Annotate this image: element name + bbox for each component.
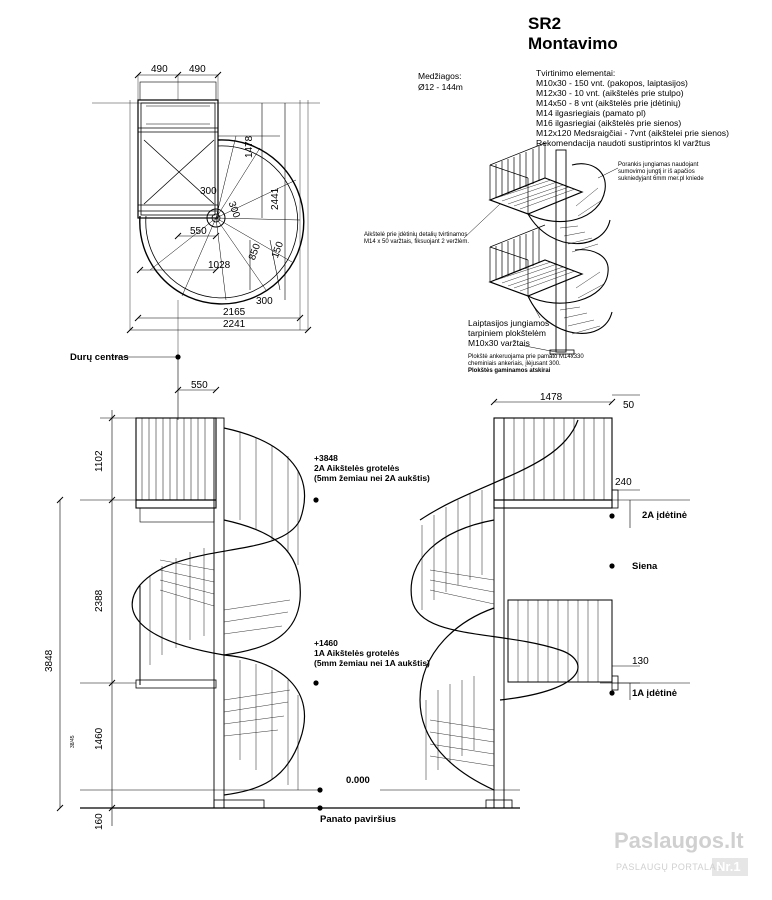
note-line: Porankis jungiamas naudojant bbox=[618, 162, 699, 168]
note-line: Laiptasijos jungiamos bbox=[468, 318, 550, 328]
note-line: cheminiais ankeriais, įlėjusant 300. bbox=[468, 361, 561, 367]
isometric-view bbox=[463, 142, 619, 355]
note-line: Plokštės gaminamos atskirai bbox=[468, 368, 551, 374]
dim-50: 50 bbox=[623, 400, 635, 411]
level-2a: +3848 2A Aikštelės grotelės (5mm žemiau … bbox=[314, 453, 430, 483]
fasteners-heading: Tvirtinimo elementai: bbox=[536, 68, 616, 78]
title-code: SR2 bbox=[528, 14, 562, 33]
dim-300-a: 300 bbox=[200, 186, 217, 197]
label-embed-2a: 2A įdėtinė bbox=[642, 510, 688, 521]
title-name: Montavimo bbox=[528, 34, 618, 53]
note-line: sukniedyjant 6mm mer.pl kniede bbox=[618, 176, 704, 182]
dim-130: 130 bbox=[632, 656, 649, 667]
dim-2165: 2165 bbox=[223, 307, 246, 318]
ground bbox=[80, 789, 520, 809]
level-line: (5mm žemiau nei 2A aukštis) bbox=[314, 473, 430, 483]
marker-dots bbox=[175, 354, 615, 811]
level-line: 1A Aikštelės grotelės bbox=[314, 648, 400, 658]
label-panel-surface: Panato paviršius bbox=[320, 814, 397, 825]
fastener-item: M14x50 - 8 vnt (aikštelės prie įdėtinių) bbox=[536, 98, 681, 108]
label-wall: Siena bbox=[632, 561, 658, 572]
level-line: 2A Aikštelės grotelės bbox=[314, 463, 400, 473]
fastener-item: M16 ilgasriegiai (aikštelės prie sienos) bbox=[536, 118, 682, 128]
watermark-brand: Paslaugos.lt bbox=[614, 828, 744, 853]
watermark-badge-text: Nr.1 bbox=[716, 859, 741, 874]
left-elevation bbox=[131, 417, 306, 809]
level-value: +1460 bbox=[314, 638, 338, 648]
dim-490-right: 490 bbox=[189, 64, 206, 75]
fastener-item: M14 ilgasriegiais (pamato pl) bbox=[536, 108, 646, 118]
materials-value: Ø12 - 144m bbox=[418, 82, 463, 92]
elev-ticks bbox=[56, 386, 616, 812]
note-line: tarpiniem plokštelėm bbox=[468, 328, 546, 338]
dim-tiny: 38/45 bbox=[70, 735, 76, 748]
right-elevation bbox=[410, 417, 619, 809]
dim-2241: 2241 bbox=[223, 319, 246, 330]
dim-1028: 1028 bbox=[208, 260, 231, 271]
note-railing: Porankis jungiamas naudojant sumovimo ju… bbox=[618, 162, 704, 183]
fastener-item: M10x30 - 150 vnt. (pakopos, laiptasijos) bbox=[536, 78, 688, 88]
dim-1478: 1478 bbox=[244, 135, 255, 158]
elev-dims bbox=[59, 360, 690, 826]
fastener-item: M12x120 Medsraigčiai - 7vnt (aikštelei p… bbox=[536, 128, 729, 138]
dim-550: 550 bbox=[190, 226, 207, 237]
level-line: (5mm žemiau nei 1A aukštis) bbox=[314, 658, 430, 668]
dim-490-left: 490 bbox=[151, 64, 168, 75]
materials-label: Medžiagos: bbox=[418, 71, 462, 81]
dim-2388: 2388 bbox=[94, 589, 105, 612]
plan-view bbox=[92, 71, 320, 360]
level-1a: +1460 1A Aikštelės grotelės (5mm žemiau … bbox=[314, 638, 430, 668]
dim-1460: 1460 bbox=[94, 727, 105, 750]
note-line: M14 x 50 varžtais, fiksuojant 2 veržlėm. bbox=[364, 239, 470, 245]
fastener-item: Rekomendacija naudoti sustiprintos kl va… bbox=[536, 138, 711, 148]
dim-1102: 1102 bbox=[94, 450, 105, 472]
note-line: Plokštė ankeruojama prie pamato M14x330 bbox=[468, 354, 584, 360]
note-line: sumovimo jungtį ir iš apačios bbox=[618, 169, 695, 175]
label-door-center: Durų centras bbox=[70, 352, 129, 363]
note-landing: Aikštelė prie įdėtinių detalių tvirtinam… bbox=[364, 232, 469, 246]
label-zero: 0.000 bbox=[346, 775, 370, 786]
note-base: Plokštė ankeruojama prie pamato M14x330 … bbox=[468, 354, 584, 375]
fastener-item: M12x30 - 10 vnt. (aikštelės prie stulpo) bbox=[536, 88, 684, 98]
watermark-badge bbox=[712, 858, 748, 876]
dim-2441: 2441 bbox=[270, 187, 281, 210]
watermark-sub: PASLAUGŲ PORTALAS bbox=[616, 862, 723, 872]
level-value: +3848 bbox=[314, 453, 338, 463]
note-line: Aikštelė prie įdėtinių detalių tvirtinam… bbox=[364, 232, 468, 238]
label-embed-1a: 1A įdėtinė bbox=[632, 688, 678, 699]
dim-160: 160 bbox=[94, 813, 105, 830]
note-stringer: Laiptasijos jungiamos tarpiniem plokštel… bbox=[468, 318, 549, 348]
dim-240: 240 bbox=[615, 477, 632, 488]
dim-1478-elev: 1478 bbox=[540, 392, 563, 403]
note-line: M10x30 varžtais bbox=[468, 338, 530, 348]
dim-550-elev: 550 bbox=[191, 380, 208, 391]
dim-300-c: 300 bbox=[256, 296, 273, 307]
dim-3848: 3848 bbox=[44, 649, 55, 672]
